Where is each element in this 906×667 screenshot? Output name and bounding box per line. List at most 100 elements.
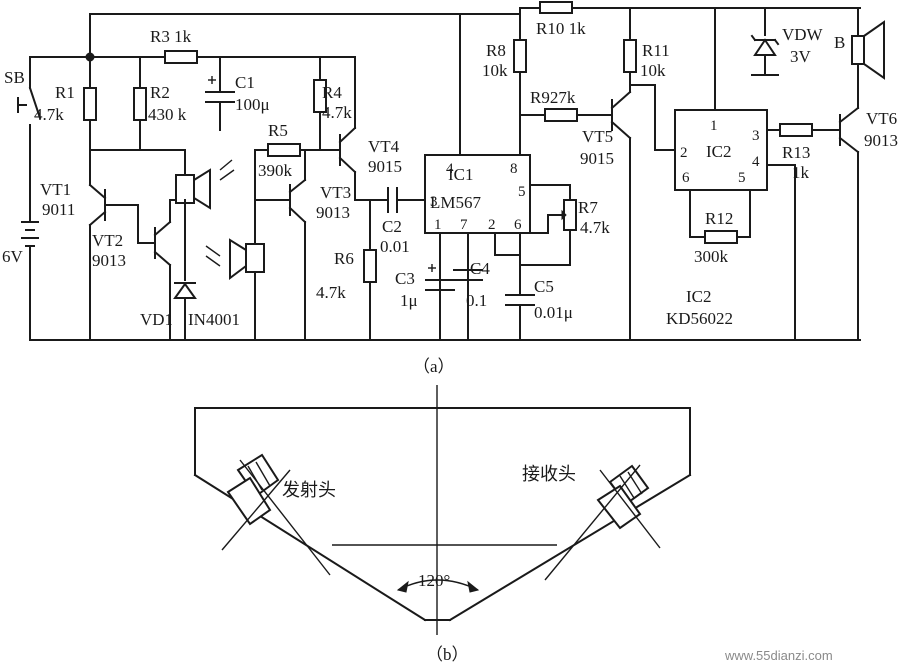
zener-vdw xyxy=(753,38,777,56)
label-r5-value: 390k xyxy=(258,161,293,180)
resistor-r13 xyxy=(779,123,813,137)
label-r11-value: 10k xyxy=(640,61,666,80)
label-c1-value: 100μ xyxy=(235,95,270,114)
label-c5-value: 0.01μ xyxy=(534,303,573,322)
label-r7-value: 4.7k xyxy=(580,218,610,237)
resistor-r8 xyxy=(513,39,527,73)
label-receiver: 接收头 xyxy=(522,464,576,485)
resistor-r3 xyxy=(164,50,198,64)
label-r8-value: 10k xyxy=(482,61,508,80)
label-c4-value: 0.1 xyxy=(466,291,487,310)
label-r5: R5 xyxy=(268,121,288,140)
label-c1: C1 xyxy=(235,73,255,92)
label-vt2: VT2 xyxy=(92,231,123,250)
ic1-pin-4: 4 xyxy=(446,161,454,177)
label-ic2-caption: IC2 xyxy=(686,287,712,306)
label-vt2-value: 9013 xyxy=(92,251,126,270)
transmitter-head xyxy=(221,453,331,576)
ic2-kd56022 xyxy=(674,109,768,191)
resistor-r11 xyxy=(623,39,637,73)
label-r13-value: 1k xyxy=(792,163,810,182)
label-angle: 120° xyxy=(418,571,450,590)
ic1-pin-2: 2 xyxy=(488,217,496,233)
label-vt3: VT3 xyxy=(320,183,351,202)
label-c4: C4 xyxy=(470,259,490,278)
label-vt5-value: 9015 xyxy=(580,149,614,168)
label-vt5: VT5 xyxy=(582,127,613,146)
resistor-r9 xyxy=(544,108,578,122)
speaker-b xyxy=(851,35,865,65)
label-r12: R12 xyxy=(705,209,733,228)
resistor-r12 xyxy=(704,230,738,244)
resistor-r5 xyxy=(267,143,301,157)
label-r2-value: 430 k xyxy=(148,105,187,124)
ic2-pin-3: 3 xyxy=(752,128,760,144)
label-r13: R13 xyxy=(782,143,810,162)
label-r2: R2 xyxy=(150,83,170,102)
watermark: www.55dianzi.com xyxy=(724,648,833,663)
resistor-r6 xyxy=(363,249,377,283)
switch-sb xyxy=(28,86,42,120)
caption-a: （a） xyxy=(413,357,455,376)
ic1-pin-7: 7 xyxy=(460,217,468,233)
label-r12-value: 300k xyxy=(694,247,729,266)
label-r3: R3 1k xyxy=(150,27,192,46)
label-c3-value: 1μ xyxy=(400,291,418,310)
ic2-pin-6: 6 xyxy=(682,170,690,186)
transmitter-transducer xyxy=(175,174,195,204)
ic2-pin-2: 2 xyxy=(680,145,688,161)
receiver-transducer xyxy=(245,243,265,273)
label-battery: 6V xyxy=(2,247,24,266)
label-r1-value: 4.7k xyxy=(34,105,64,124)
receiver-head xyxy=(544,464,661,581)
label-ic1-type: LM567 xyxy=(430,193,482,212)
label-r8: R8 xyxy=(486,41,506,60)
mounting-figure-b: 发射头 接收头 120° （b） xyxy=(193,385,692,664)
ic2-pin-4: 4 xyxy=(752,154,760,170)
label-c2-value: 0.01 xyxy=(380,237,410,256)
label-r6: R6 xyxy=(334,249,354,268)
label-vdw: VDW xyxy=(782,25,824,44)
circuit-figure-a: SB 6V R1 4.7k R2 430 k R3 1k C1 100μ VT1… xyxy=(2,1,898,376)
label-vt6: VT6 xyxy=(866,109,897,128)
label-vt3-value: 9013 xyxy=(316,203,350,222)
label-c5: C5 xyxy=(534,277,554,296)
label-ic2: IC2 xyxy=(706,142,732,161)
label-ic2-type: KD56022 xyxy=(666,309,733,328)
label-r9: R927k xyxy=(530,88,576,107)
label-c2: C2 xyxy=(382,217,402,236)
label-r4-value: 4.7k xyxy=(322,103,352,122)
label-r11: R11 xyxy=(642,41,670,60)
label-sb: SB xyxy=(4,68,25,87)
label-vt4: VT4 xyxy=(368,137,400,156)
label-ic1: IC1 xyxy=(448,165,474,184)
label-vd1-type: IN4001 xyxy=(188,310,240,329)
label-r4: R4 xyxy=(322,83,342,102)
caption-b: （b） xyxy=(426,645,469,664)
label-vt4-value: 9015 xyxy=(368,157,402,176)
ic2-pin-1: 1 xyxy=(710,118,718,134)
label-c3: C3 xyxy=(395,269,415,288)
enclosure-right-wall xyxy=(448,473,692,622)
resistor-r1 xyxy=(83,87,97,121)
label-speaker: B xyxy=(834,33,845,52)
ic2-pin-5: 5 xyxy=(738,170,746,186)
diode-vd1 xyxy=(173,282,197,299)
ic1-pin-6: 6 xyxy=(514,217,522,233)
ic1-pin-3: 3 xyxy=(430,194,438,210)
resistor-r10 xyxy=(539,1,573,14)
label-vt1-value: 9011 xyxy=(42,200,75,219)
ic1-pin-5: 5 xyxy=(518,184,526,200)
label-r1: R1 xyxy=(55,83,75,102)
label-r7: R7 xyxy=(578,198,598,217)
label-vdw-value: 3V xyxy=(790,47,812,66)
label-vt1: VT1 xyxy=(40,180,71,199)
label-vd1: VD1 xyxy=(140,310,173,329)
label-r10: R10 1k xyxy=(536,19,586,38)
ic1-lm567 xyxy=(424,154,531,234)
ic1-pin-8: 8 xyxy=(510,161,518,177)
ic1-pin-1: 1 xyxy=(434,217,442,233)
label-vt6-value: 9013 xyxy=(864,131,898,150)
